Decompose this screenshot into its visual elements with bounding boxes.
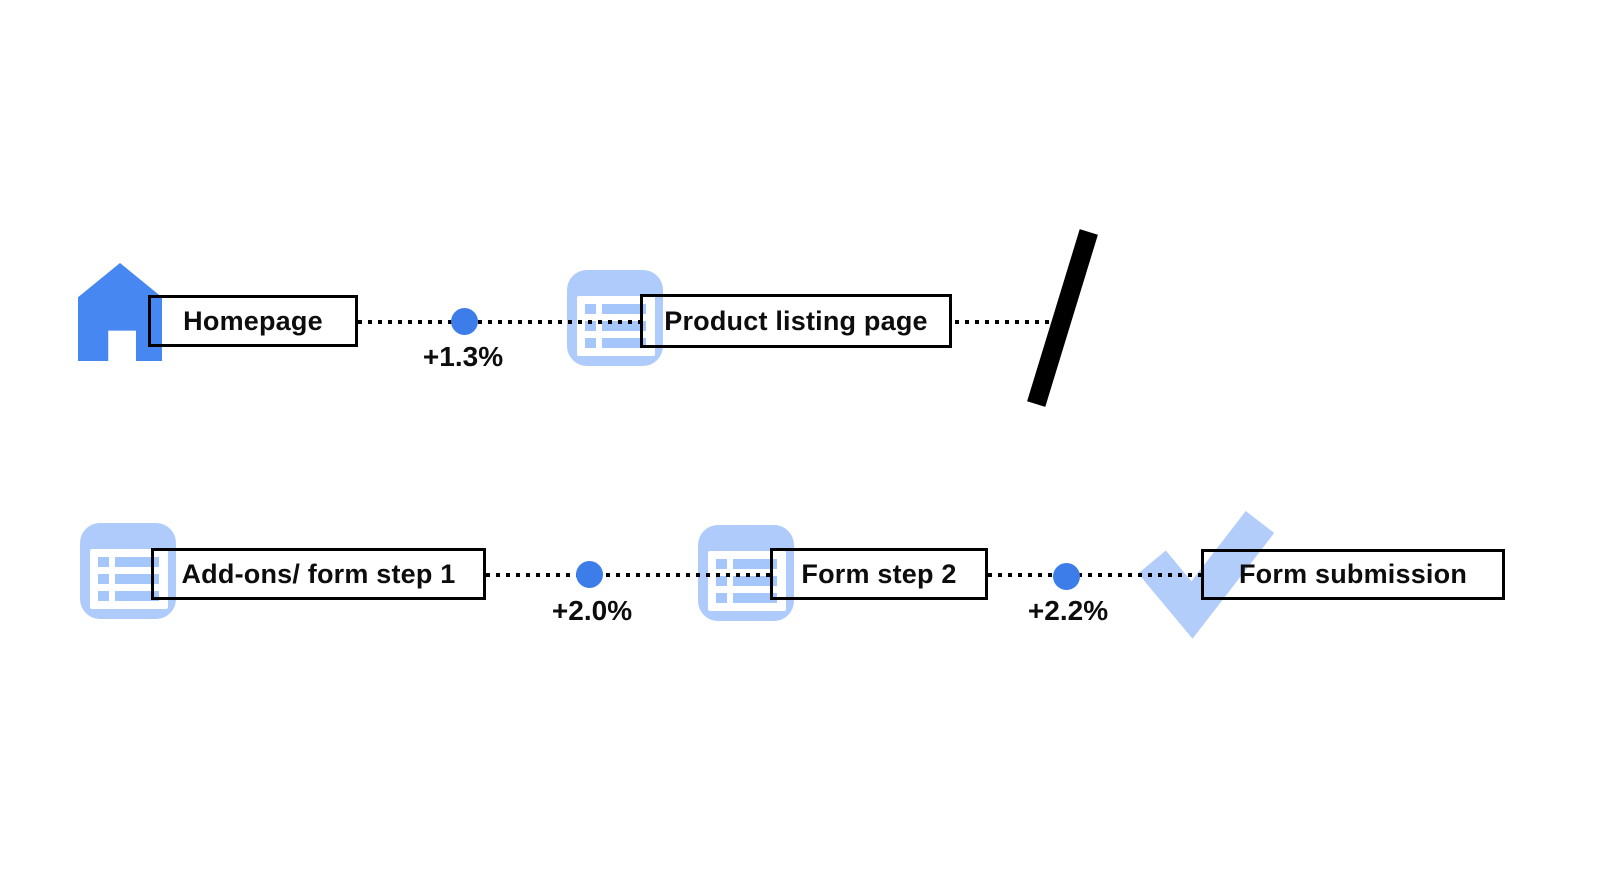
list-bar [602, 304, 646, 314]
connector-line [988, 573, 1201, 577]
list-icon-row [98, 574, 160, 584]
list-icon-row [716, 593, 778, 603]
list-bullet [585, 304, 596, 314]
list-icon-row [716, 576, 778, 586]
list-icon-row [98, 557, 160, 567]
step-box-homepage: Homepage [148, 295, 358, 347]
connector-line [358, 320, 640, 324]
connector-line [486, 573, 770, 577]
list-bullet [716, 576, 727, 586]
list-bullet [716, 593, 727, 603]
list-icon-row [585, 338, 647, 348]
list-bar [602, 321, 646, 331]
step-box-form-submission: Form submission [1201, 549, 1505, 600]
connector-dot [1053, 563, 1080, 590]
list-bullet [585, 338, 596, 348]
list-icon-row [585, 304, 647, 314]
flow-break-slash-icon [1027, 229, 1098, 407]
list-bar [115, 591, 159, 601]
delta-label: +1.3% [422, 341, 504, 372]
list-bar [733, 559, 777, 569]
list-bar [602, 338, 646, 348]
connector-line [955, 320, 1052, 324]
connector-dot [576, 561, 603, 588]
list-icon-row [585, 321, 647, 331]
list-bar [115, 557, 159, 567]
list-bullet [98, 591, 109, 601]
list-bullet [585, 321, 596, 331]
list-icon-row [716, 559, 778, 569]
list-icon-panel [708, 551, 786, 611]
step-box-product-listing: Product listing page [640, 294, 952, 348]
list-bar [733, 593, 777, 603]
step-box-form-step-2: Form step 2 [770, 548, 988, 600]
step-box-addons-form-step-1: Add-ons/ form step 1 [151, 548, 486, 600]
connector-dot [451, 308, 478, 335]
list-bar [115, 574, 159, 584]
delta-label: +2.0% [551, 595, 633, 626]
list-bullet [98, 557, 109, 567]
delta-label: +2.2% [1027, 595, 1109, 626]
list-bullet [98, 574, 109, 584]
list-icon [80, 523, 176, 619]
list-bullet [716, 559, 727, 569]
list-bar [733, 576, 777, 586]
list-icon [698, 525, 794, 621]
list-icon-row [98, 591, 160, 601]
